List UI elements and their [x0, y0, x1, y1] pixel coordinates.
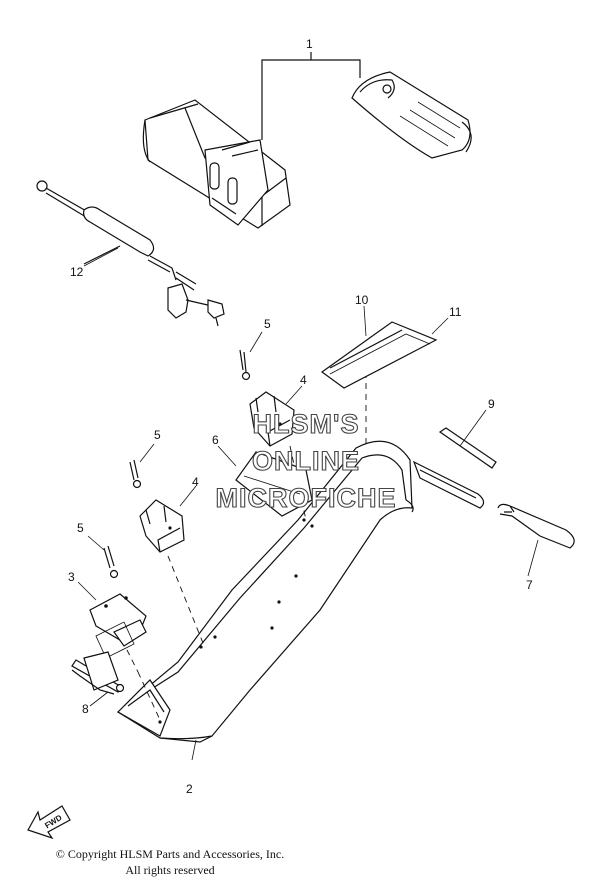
callout-4-lower: 4	[192, 475, 199, 489]
plate-6	[235, 451, 313, 517]
callout-5-top: 5	[264, 317, 271, 331]
pin-8	[71, 651, 125, 695]
copyright-line-1: © Copyright HLSM Parts and Accessories, …	[55, 847, 285, 861]
screw-5-low	[103, 545, 119, 579]
rear-fender	[116, 440, 485, 743]
tool-pouch	[351, 71, 472, 159]
callout-leaders	[77, 247, 539, 761]
watermark-line-2: ONLINE	[252, 446, 360, 476]
callout-6: 6	[212, 433, 219, 447]
callout-9: 9	[488, 397, 495, 411]
callout-labels: 1 2 3 4 4 5 5 5 6 7 8 9 10 11 12	[68, 37, 533, 796]
leader-1	[261, 52, 361, 140]
pad-10-11	[320, 321, 438, 389]
callout-4-upper: 4	[300, 373, 307, 387]
callout-5-low: 5	[77, 521, 84, 535]
screw-5-mid	[129, 459, 142, 489]
callout-5-mid: 5	[154, 428, 161, 442]
screw-5-top	[239, 349, 251, 381]
fwd-arrow-icon: FWD	[27, 805, 71, 840]
bracket-3	[89, 593, 147, 659]
callout-12: 12	[70, 265, 84, 279]
callout-8: 8	[82, 702, 89, 716]
callout-10: 10	[355, 293, 369, 307]
clip-4-upper	[249, 391, 295, 447]
callout-2: 2	[186, 782, 193, 796]
watermark-line-1: HLSM'S	[253, 409, 360, 439]
copyright-notice: © Copyright HLSM Parts and Accessories, …	[0, 846, 340, 878]
watermark-line-3: MICROFICHE	[216, 483, 397, 513]
watermark: HLSM'S ONLINE MICROFICHE	[215, 408, 397, 513]
copyright-line-2: All rights reserved	[125, 863, 215, 877]
tool-bag	[142, 99, 291, 229]
handle-7	[497, 503, 575, 549]
callout-11: 11	[449, 305, 462, 319]
callout-1: 1	[306, 37, 313, 51]
callout-3: 3	[68, 570, 75, 584]
clip-4-lower	[139, 499, 185, 553]
callout-7: 7	[526, 578, 533, 592]
rod-9	[438, 427, 497, 469]
seat-lock-cable	[36, 180, 225, 327]
